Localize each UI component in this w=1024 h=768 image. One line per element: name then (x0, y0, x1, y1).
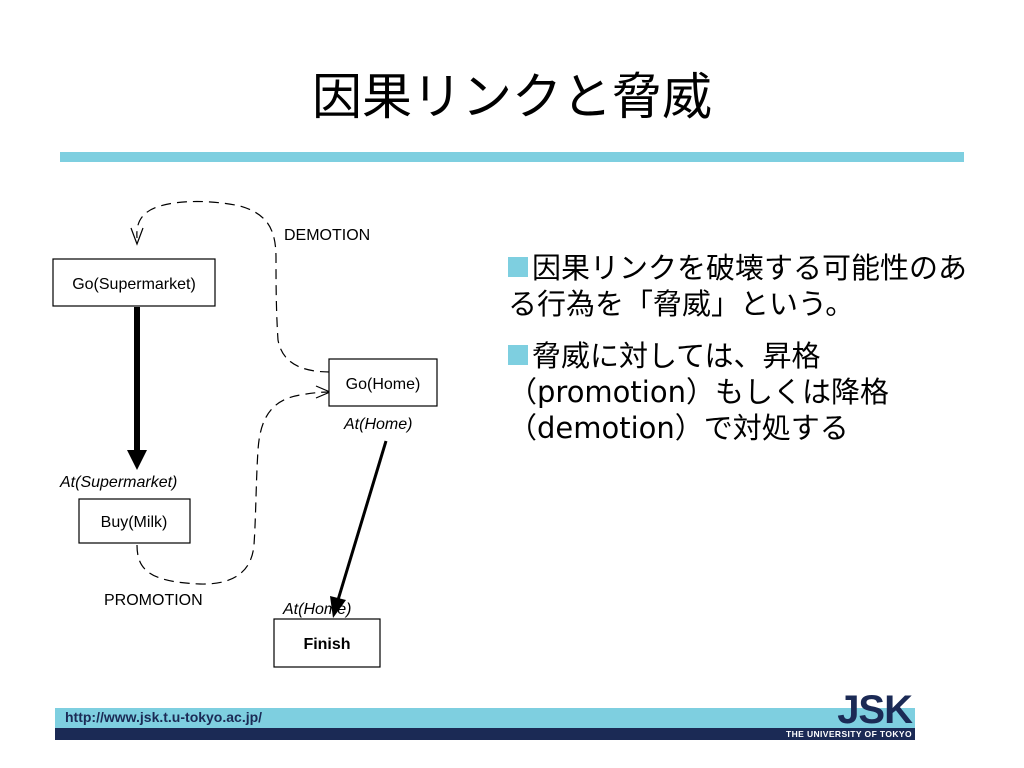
node-go-home-label: Go(Home) (346, 376, 421, 393)
jsk-logo: JSK THE UNIVERSITY OF TOKYO (728, 690, 920, 742)
bullet-square-icon (508, 345, 528, 365)
condition-at-supermarket: At(Supermarket) (59, 474, 177, 491)
demotion-edge (130, 200, 331, 373)
footer-dark-line (55, 728, 915, 740)
bullet-item: 脅威に対しては、昇格（promotion）もしくは降格（demotion）で対処… (508, 338, 978, 446)
causal-link-home (330, 440, 388, 618)
node-finish-label: Finish (303, 636, 350, 653)
label-promotion: PROMOTION (104, 592, 203, 609)
bullet-text: 因果リンクを破壊する可能性のある行為を「脅威」という。 (508, 251, 968, 321)
node-finish: Finish (273, 618, 381, 668)
logo-subtitle: THE UNIVERSITY OF TOKYO (785, 729, 912, 739)
bullet-text: 脅威に対しては、昇格（promotion）もしくは降格（demotion）で対処… (508, 339, 889, 445)
footer-url[interactable]: http://www.jsk.t.u-tokyo.ac.jp/ (65, 709, 263, 725)
condition-at-home-precondition: At(Home) (282, 601, 351, 618)
bullet-square-icon (508, 257, 528, 277)
bullet-item: 因果リンクを破壊する可能性のある行為を「脅威」という。 (508, 250, 978, 322)
causal-link-supermarket (127, 307, 147, 470)
node-buy-milk: Buy(Milk) (78, 498, 191, 544)
label-demotion: DEMOTION (284, 227, 370, 244)
node-go-supermarket: Go(Supermarket) (52, 258, 216, 307)
node-buy-milk-label: Buy(Milk) (101, 514, 168, 531)
node-go-supermarket-label: Go(Supermarket) (72, 276, 196, 293)
footer-bar (55, 708, 915, 728)
slide-title: 因果リンクと脅威 (312, 68, 712, 126)
title-divider (60, 152, 964, 162)
condition-at-home-effect: At(Home) (343, 416, 412, 433)
bullet-list: 因果リンクを破壊する可能性のある行為を「脅威」という。 脅威に対しては、昇格（p… (508, 250, 978, 462)
node-go-home: Go(Home) (328, 358, 438, 407)
logo-main-text: JSK (837, 688, 913, 732)
